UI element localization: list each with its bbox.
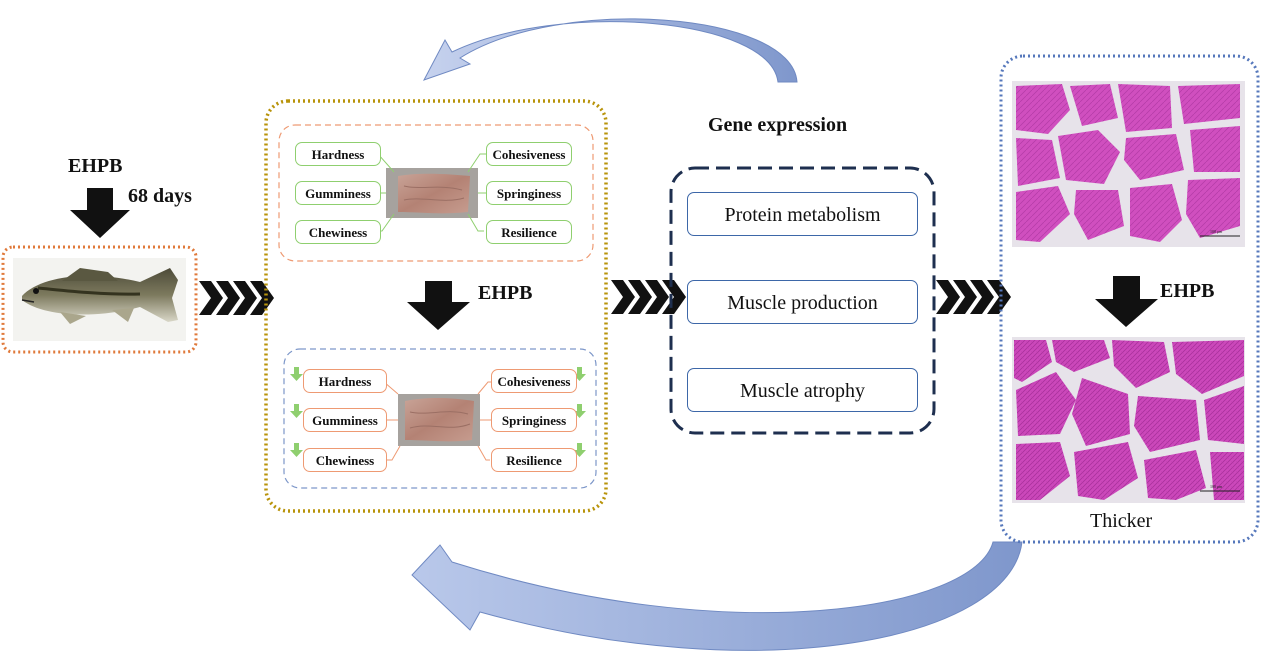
treatment-arrow-left xyxy=(70,188,130,238)
gene-expression-title: Gene expression xyxy=(708,114,848,136)
histology-caption: Thicker xyxy=(1090,510,1153,532)
gene-item-box: Muscle production xyxy=(687,280,918,324)
histology-image-top xyxy=(1012,81,1245,247)
texture-property-box: Springiness xyxy=(491,408,577,432)
treatment-arrow-texture xyxy=(407,281,470,330)
histology-image-bottom xyxy=(1012,337,1245,503)
scale-bar-label-top: 100 μm xyxy=(1210,229,1223,234)
texture-property-box: Springiness xyxy=(486,181,572,205)
treatment-arrow-histology xyxy=(1095,276,1158,327)
meat-photo-bottom xyxy=(398,394,480,446)
texture-top-panel xyxy=(278,124,594,262)
treatment-label: EHPB xyxy=(68,155,123,177)
texture-property-box: Hardness xyxy=(295,142,381,166)
texture-property-box: Resilience xyxy=(491,448,577,472)
down-arrow-icon xyxy=(290,443,303,457)
texture-ehpb-label: EHPB xyxy=(478,282,533,304)
texture-property-box: Hardness xyxy=(303,369,387,393)
chevrons-2 xyxy=(611,280,686,314)
down-arrow-icon xyxy=(290,367,303,381)
fish-frame xyxy=(1,245,198,354)
histology-ehpb-label: EHPB xyxy=(1160,280,1215,302)
gene-item-box: Protein metabolism xyxy=(687,192,918,236)
texture-bottom-panel xyxy=(283,348,597,489)
meat-photo-top xyxy=(386,168,478,218)
gene-item-box: Muscle atrophy xyxy=(687,368,918,412)
chevrons-1 xyxy=(199,281,274,315)
texture-property-box: Gumminess xyxy=(303,408,387,432)
texture-property-box: Cohesiveness xyxy=(491,369,577,393)
texture-property-box: Chewiness xyxy=(295,220,381,244)
down-arrow-icon xyxy=(290,404,303,418)
cycle-arrow-bottom xyxy=(411,541,1023,651)
gene-frame xyxy=(669,166,936,435)
texture-property-box: Gumminess xyxy=(295,181,381,205)
texture-property-box: Cohesiveness xyxy=(486,142,572,166)
chevrons-3 xyxy=(936,280,1011,314)
duration-label: 68 days xyxy=(128,185,192,207)
histology-frame xyxy=(999,54,1260,544)
scale-bar-label-bottom: 100 μm xyxy=(1210,484,1223,489)
fish-photo xyxy=(13,258,186,341)
texture-property-box: Resilience xyxy=(486,220,572,244)
texture-property-box: Chewiness xyxy=(303,448,387,472)
cycle-arrow-top xyxy=(422,18,798,83)
